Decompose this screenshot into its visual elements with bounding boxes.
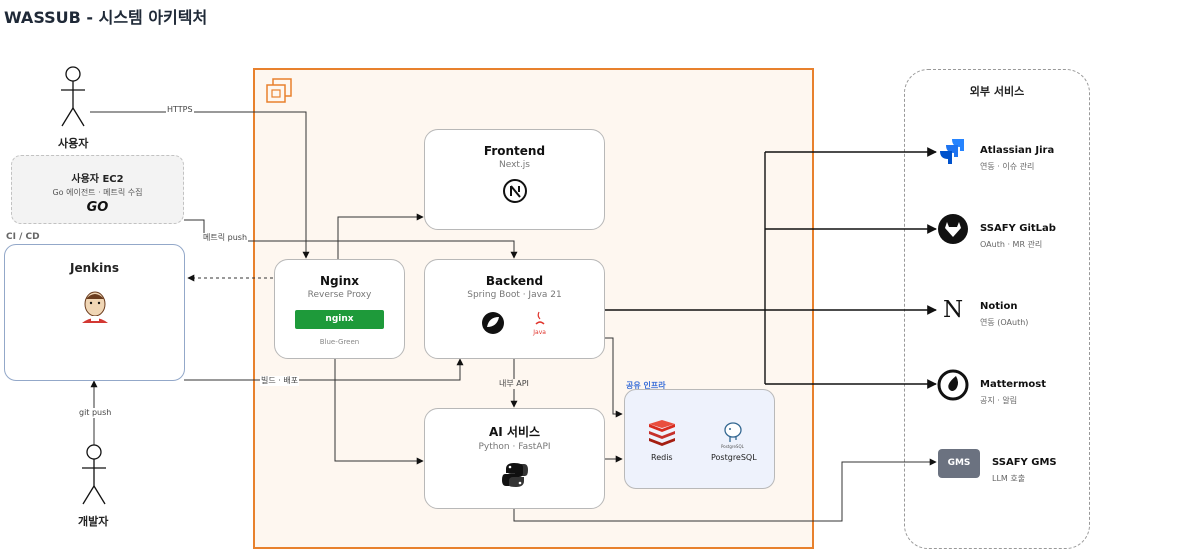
jenkins-box: Jenkins [4,244,185,381]
ec2-icon [266,78,292,103]
user-actor-icon [61,66,85,127]
edge-label-internal-api: 내부 API [498,379,530,389]
python-icon [501,463,528,487]
spring-boot-icon [482,312,505,334]
svg-text:N: N [943,297,963,322]
frontend-box: Frontend Next.js [424,129,605,230]
ai-subtitle: Python · FastAPI [478,442,551,452]
service-gms-name: SSAFY GMS [992,457,1057,468]
developer-actor-icon [82,444,106,505]
gitlab-icon [938,214,968,244]
page-title: WASSUB - 시스템 아키텍처 [4,8,208,27]
shared-infra-label: 공유 인프라 [626,381,666,390]
service-gms-sub: LLM 호출 [992,474,1026,483]
frontend-subtitle: Next.js [498,160,531,170]
ai-title: AI 서비스 [488,425,541,439]
backend-title: Backend [485,274,544,288]
edge-label-build-deploy: 빌드 · 배포 [260,376,300,386]
nginx-box: Nginx Reverse Proxy nginx Blue-Green [274,259,405,359]
redis-icon [649,420,675,446]
service-jira-name: Atlassian Jira [980,145,1055,156]
backend-box: Backend Spring Boot · Java 21 Java [424,259,605,359]
cicd-label: CI / CD [6,232,40,242]
user-ec2-title: 사용자 EC2 [71,174,124,185]
developer-label: 개발자 [78,515,109,528]
go-logo-icon: GO [86,200,109,215]
frontend-title: Frontend [483,144,546,158]
jenkins-title: Jenkins [70,261,119,275]
service-mattermost-name: Mattermost [980,379,1046,390]
nginx-note: Blue-Green [319,338,360,346]
notion-icon: N [943,297,963,322]
postgresql-logo-text: PostgreSQL [721,444,744,449]
mattermost-icon [937,369,969,401]
shared-infra-box: Redis PostgreSQL PostgreSQL [624,389,775,489]
jira-icon [940,139,964,164]
redis-label: Redis [651,453,673,462]
nginx-title: Nginx [319,274,360,288]
service-notion-name: Notion [980,301,1018,312]
java-icon: Java [531,310,549,336]
service-gitlab-name: SSAFY GitLab [980,223,1056,234]
user-ec2-subtitle: Go 에이전트 · 메트릭 수집 [52,188,143,197]
service-gitlab-sub: OAuth · MR 관리 [980,240,1043,249]
edge-label-git-push: git push [78,408,113,418]
postgresql-icon [724,422,742,442]
java-label: Java [533,329,546,336]
nextjs-icon [502,179,527,203]
edge-label-https: HTTPS [166,105,194,115]
backend-subtitle: Spring Boot · Java 21 [467,290,562,300]
service-mattermost-sub: 공지 · 알림 [980,396,1018,405]
user-label: 사용자 [58,137,89,150]
edge-label-metric-push: 메트릭 push [202,233,249,243]
nginx-badge: nginx [295,310,384,329]
external-services-title: 외부 서비스 [969,85,1025,98]
jenkins-icon [81,291,108,323]
postgresql-label: PostgreSQL [711,453,757,462]
gms-badge-icon: GMS [938,449,980,478]
nginx-subtitle: Reverse Proxy [307,290,372,300]
ai-service-box: AI 서비스 Python · FastAPI [424,408,605,509]
service-jira-sub: 연동 · 이슈 관리 [980,162,1035,171]
service-notion-sub: 연동 (OAuth) [980,318,1029,327]
user-ec2-box: 사용자 EC2 Go 에이전트 · 메트릭 수집 GO [11,155,184,224]
